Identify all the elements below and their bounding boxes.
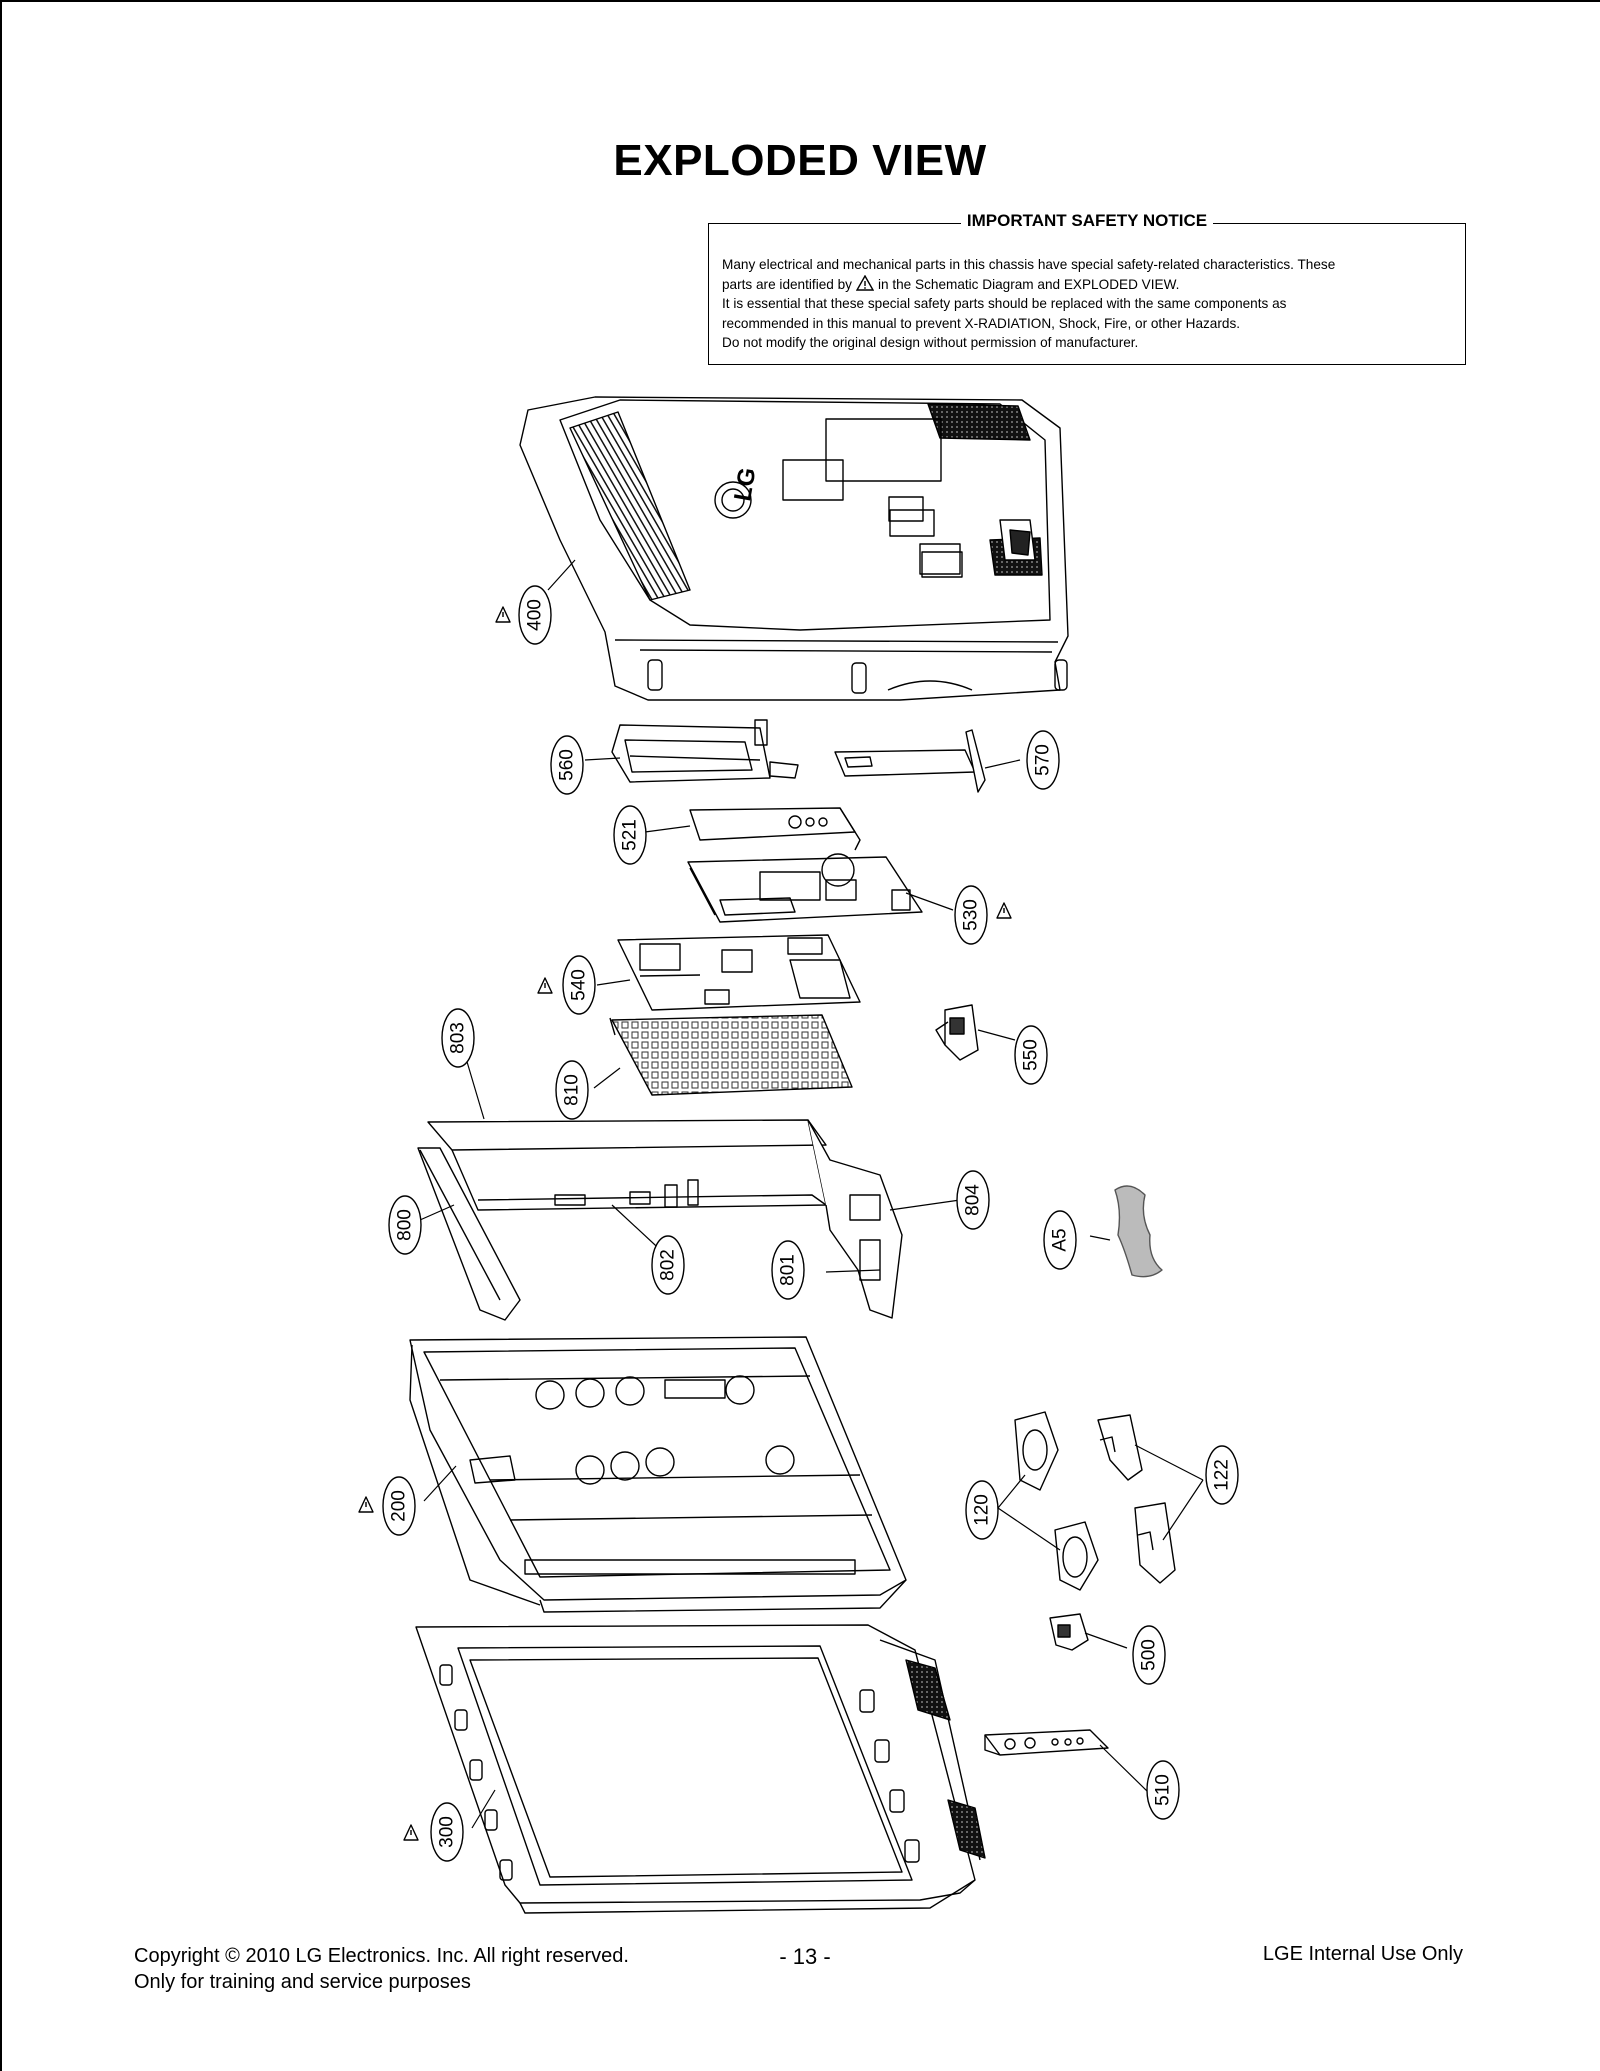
part-number-label: 802 [658,1249,679,1281]
part-number-label: 120 [972,1494,993,1526]
notice-line-3: It is essential that these special safet… [722,296,1287,312]
part-number-label: 200 [389,1490,410,1522]
safety-notice-heading: IMPORTANT SAFETY NOTICE [960,211,1214,230]
part-callout-560: 560 [550,735,584,795]
speaker-120-part [1014,1411,1099,1591]
footer-copyright: Copyright © 2010 LG Electronics. Inc. Al… [134,1943,629,1995]
notice-line-4: recommended in this manual to prevent X-… [722,315,1241,331]
power-board-530-part [687,853,923,923]
warning-triangle-icon [358,1496,374,1513]
part-callout-810: 810 [555,1060,589,1120]
page-top-border [0,0,1600,2]
safety-triangles [358,606,1012,1841]
part-number-label: 521 [620,819,641,851]
part-number-label: 540 [569,969,590,1001]
part-callout-122: 122 [1205,1445,1239,1505]
shield-810-part [609,1014,853,1096]
notice-line-1: Many electrical and mechanical parts in … [722,257,1336,272]
part-number-label: 801 [778,1254,799,1286]
part-number-label: A5 [1050,1228,1071,1251]
part-number-label: 804 [963,1184,984,1216]
part-callout-200: 200 [382,1476,416,1536]
copyright-line-2: Only for training and service purposes [134,1971,471,1993]
part-callout-801: 801 [771,1240,805,1300]
part-number-label: 803 [448,1022,469,1054]
safety-notice-body: Many electrical and mechanical parts in … [722,255,1452,353]
part-callouts: 400 560 570 521 530 540 550 803 810 800 802 804 801 A… [382,585,1239,1862]
part-500 [1049,1613,1089,1651]
bracket-521-part [689,807,861,851]
warning-triangle-icon [537,977,553,994]
speaker-bracket-122-part [1097,1414,1176,1584]
part-callout-400: 400 [518,585,552,645]
part-number-label: 570 [1033,744,1054,776]
part-number-label: 300 [437,1816,458,1848]
part-callout-803: 803 [441,1008,475,1068]
page-left-border [0,0,2,2071]
bracket-560-part [611,719,799,783]
notice-line-5: Do not modify the original design withou… [722,335,1139,351]
label-a5-part [1114,1185,1163,1278]
chassis-200-part [409,1336,907,1613]
part-number-label: 400 [525,599,546,631]
control-panel-510-part [984,1729,1109,1756]
part-callout-800: 800 [388,1195,422,1255]
part-callout-300: 300 [430,1802,464,1862]
warning-triangle-icon [855,274,874,291]
part-callout-804: 804 [956,1170,990,1230]
part-number-label: 560 [557,749,578,781]
warning-triangle-icon [403,1824,419,1841]
copyright-line-1: Copyright © 2010 LG Electronics. Inc. Al… [134,1945,629,1967]
front-cover-300-part [415,1624,986,1914]
back-cover-part: LG [519,396,1069,701]
part-number-label: 550 [1021,1039,1042,1071]
part-number-label: 800 [395,1209,416,1241]
part-number-label: 530 [961,899,982,931]
part-callout-802: 802 [651,1235,685,1295]
part-number-label: 122 [1212,1459,1233,1491]
footer-internal-use: LGE Internal Use Only [1262,1943,1463,1965]
lg-logo-text: LG [729,466,761,504]
part-callout-500: 500 [1132,1625,1166,1685]
part-callout-540: 540 [562,955,596,1015]
part-callout-a5: A5 [1043,1210,1077,1270]
part-callout-521: 521 [613,805,647,865]
frame-assembly-part [417,1119,903,1321]
part-number-label: 500 [1139,1639,1160,1671]
part-callout-570: 570 [1026,730,1060,790]
part-callout-120: 120 [965,1480,999,1540]
warning-triangle-icon [996,902,1012,919]
safety-notice-box: IMPORTANT SAFETY NOTICE Many electrical … [708,211,1466,365]
main-board-540-part [617,934,861,1011]
warning-triangle-icon [495,606,511,623]
part-callout-530: 530 [954,885,988,945]
part-550 [935,1004,979,1061]
page-number: - 13 - [779,1944,831,1969]
page-title: EXPLODED VIEW [613,136,987,185]
part-callout-510: 510 [1146,1760,1180,1820]
board-570-part [834,729,986,793]
part-callout-550: 550 [1014,1025,1048,1085]
part-number-label: 510 [1153,1774,1174,1806]
part-number-label: 810 [562,1074,583,1106]
